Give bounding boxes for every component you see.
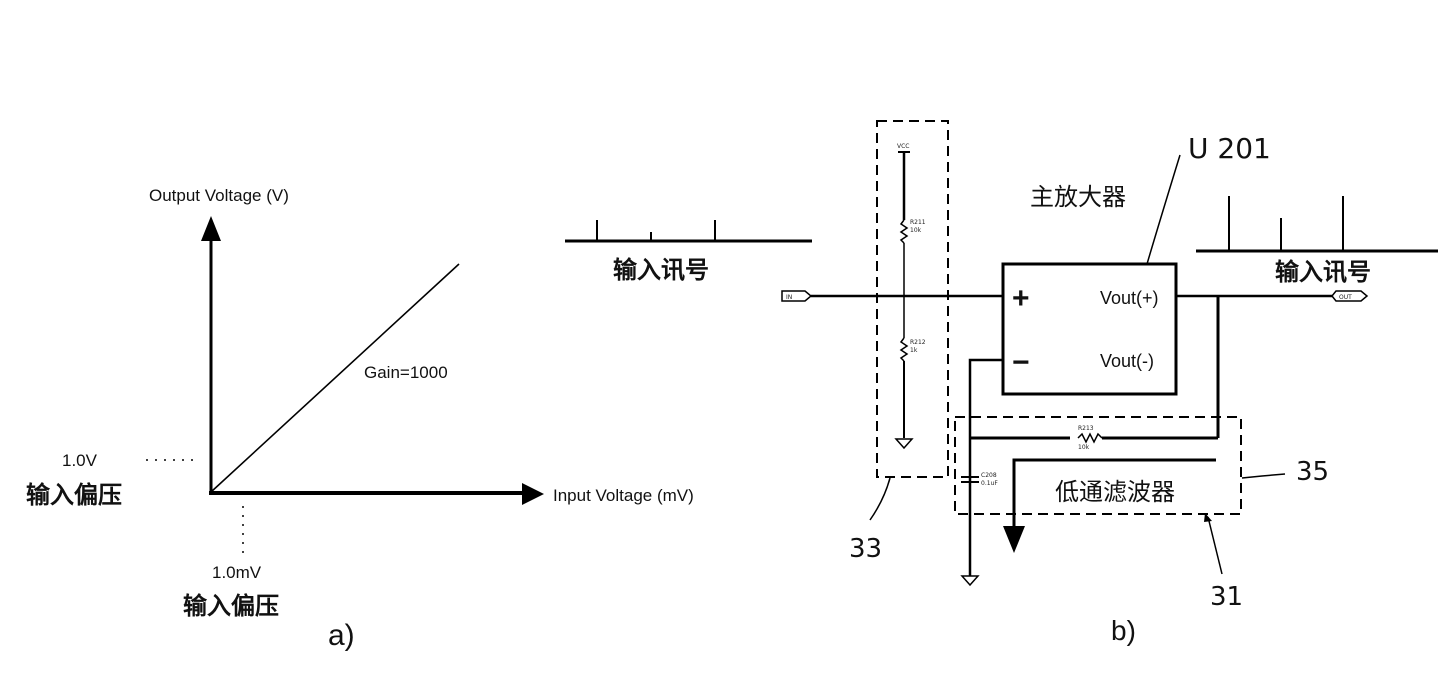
r213-value: 10k bbox=[1078, 444, 1090, 451]
ref-33: 33 bbox=[849, 534, 882, 564]
resistor-r212 bbox=[899, 337, 909, 362]
y-axis-label: Output Voltage (V) bbox=[149, 186, 289, 205]
x-offset-value: 1.0mV bbox=[212, 563, 262, 582]
ref-33-leader bbox=[869, 477, 891, 521]
gain-line bbox=[210, 263, 460, 493]
input-signal-right-label: 输入讯号 bbox=[1275, 258, 1371, 286]
resistor-r211 bbox=[899, 219, 909, 244]
c208-value: 0.1uF bbox=[981, 480, 998, 487]
r213-name: R213 bbox=[1078, 425, 1094, 432]
u201-leader bbox=[1146, 154, 1181, 265]
panel-b-caption: b) bbox=[1111, 615, 1136, 646]
plus-pin: + bbox=[1012, 282, 1030, 315]
filter-label: 低通滤波器 bbox=[1055, 478, 1175, 506]
ref-35-leader bbox=[1241, 473, 1286, 479]
panel-b-circuit: 输入讯号 IN VCC R211 10k R212 1k 33 主放大器 U 2… bbox=[565, 120, 1438, 646]
x-axis-arrow-icon bbox=[522, 483, 544, 505]
y-offset-caption: 输入偏压 bbox=[26, 481, 122, 509]
amplifier-ref: U 201 bbox=[1188, 132, 1271, 165]
input-signal-left: 输入讯号 bbox=[565, 220, 812, 284]
panel-a-transfer-curve: Output Voltage (V) Input Voltage (mV) Ga… bbox=[26, 186, 694, 652]
ref-31: 31 bbox=[1210, 582, 1243, 612]
input-port: IN bbox=[781, 290, 813, 302]
ground-icon bbox=[960, 575, 980, 587]
input-signal-left-label: 输入讯号 bbox=[613, 256, 709, 284]
output-port: OUT bbox=[1331, 290, 1369, 302]
output-port-label: OUT bbox=[1339, 294, 1352, 301]
y-offset-value: 1.0V bbox=[62, 451, 98, 470]
main-amplifier-box bbox=[1001, 262, 1178, 396]
filter-signal-path bbox=[1012, 458, 1216, 528]
c208-name: C208 bbox=[981, 472, 997, 479]
r212-value: 1k bbox=[910, 347, 918, 354]
gain-label: Gain=1000 bbox=[364, 363, 448, 382]
ref-35: 35 bbox=[1296, 457, 1329, 487]
x-offset-caption: 输入偏压 bbox=[183, 592, 279, 620]
input-port-label: IN bbox=[786, 294, 792, 301]
ground-icon bbox=[894, 438, 914, 450]
filter-down-arrow-icon bbox=[1003, 526, 1025, 553]
input-signal-right: 输入讯号 bbox=[1196, 196, 1438, 286]
x-axis-label: Input Voltage (mV) bbox=[553, 486, 694, 505]
vout-plus-label: Vout(+) bbox=[1100, 288, 1159, 308]
minus-pin: − bbox=[1012, 346, 1030, 379]
ref-31-arrow-icon bbox=[1204, 513, 1212, 522]
bias-network-box bbox=[876, 120, 949, 478]
r211-name: R211 bbox=[910, 219, 926, 226]
amplifier-label: 主放大器 bbox=[1030, 183, 1126, 211]
vcc-label: VCC bbox=[897, 143, 909, 150]
minus-input-wire bbox=[968, 358, 1003, 576]
r211-value: 10k bbox=[910, 227, 922, 234]
ref-31-leader bbox=[1207, 516, 1223, 575]
r212-name: R212 bbox=[910, 339, 926, 346]
y-axis-arrow-icon bbox=[201, 216, 221, 241]
resistor-r213 bbox=[1077, 432, 1103, 444]
panel-a-caption: a) bbox=[328, 619, 355, 652]
vout-minus-label: Vout(-) bbox=[1100, 351, 1154, 371]
